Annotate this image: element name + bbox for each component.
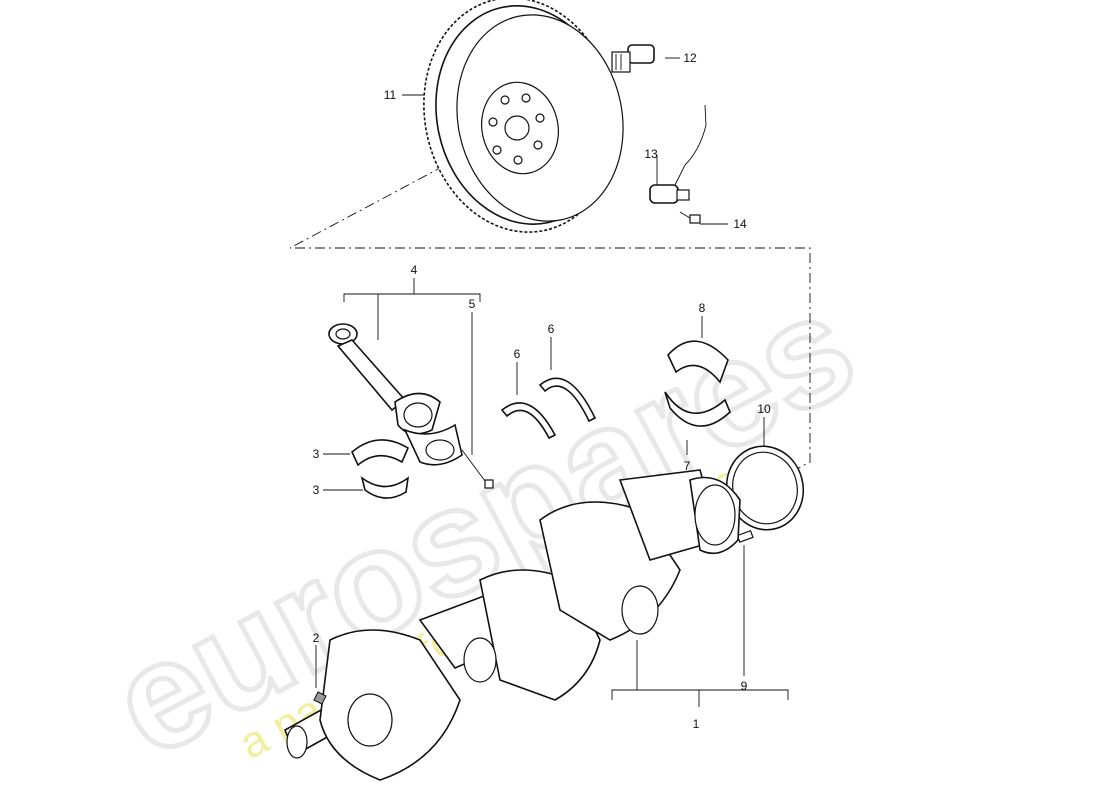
assembly-frame [289,127,811,471]
thrust-washer-right [538,377,597,423]
crankshaft [283,469,741,781]
callout-5: 5 [469,297,476,311]
callout-1: 1 [693,717,700,731]
main-bearing-lower [664,391,731,427]
dowel-pin [736,530,754,543]
main-bearing-upper [667,340,729,384]
thrust-washer-left [500,402,557,440]
rod-bearing-upper [351,439,410,467]
callout-2: 2 [313,631,320,645]
flywheel [423,0,624,233]
flywheel-bolt [611,44,655,73]
callout-11: 11 [384,88,397,102]
rod-bearing-lower [360,476,410,499]
callout-12: 12 [683,51,697,65]
crank-sensor [649,104,707,204]
callout-7: 7 [684,459,691,473]
callout-13: 13 [644,147,658,161]
callout-6-right: 6 [548,322,555,336]
callout-9: 9 [741,679,748,693]
callout-3-lower: 3 [313,483,320,497]
callout-10: 10 [757,402,771,416]
callout-14: 14 [733,217,747,231]
callout-4: 4 [411,263,418,277]
rod-bolt [461,449,494,489]
callout-8: 8 [699,301,706,315]
callouts: 1 2 3 3 4 5 6 6 7 8 9 10 11 12 13 14 [313,51,771,731]
sensor-bolt [679,211,701,224]
callout-6-left: 6 [514,347,521,361]
leader-lines [315,57,789,707]
connecting-rod [328,323,463,466]
callout-3-upper: 3 [313,447,320,461]
